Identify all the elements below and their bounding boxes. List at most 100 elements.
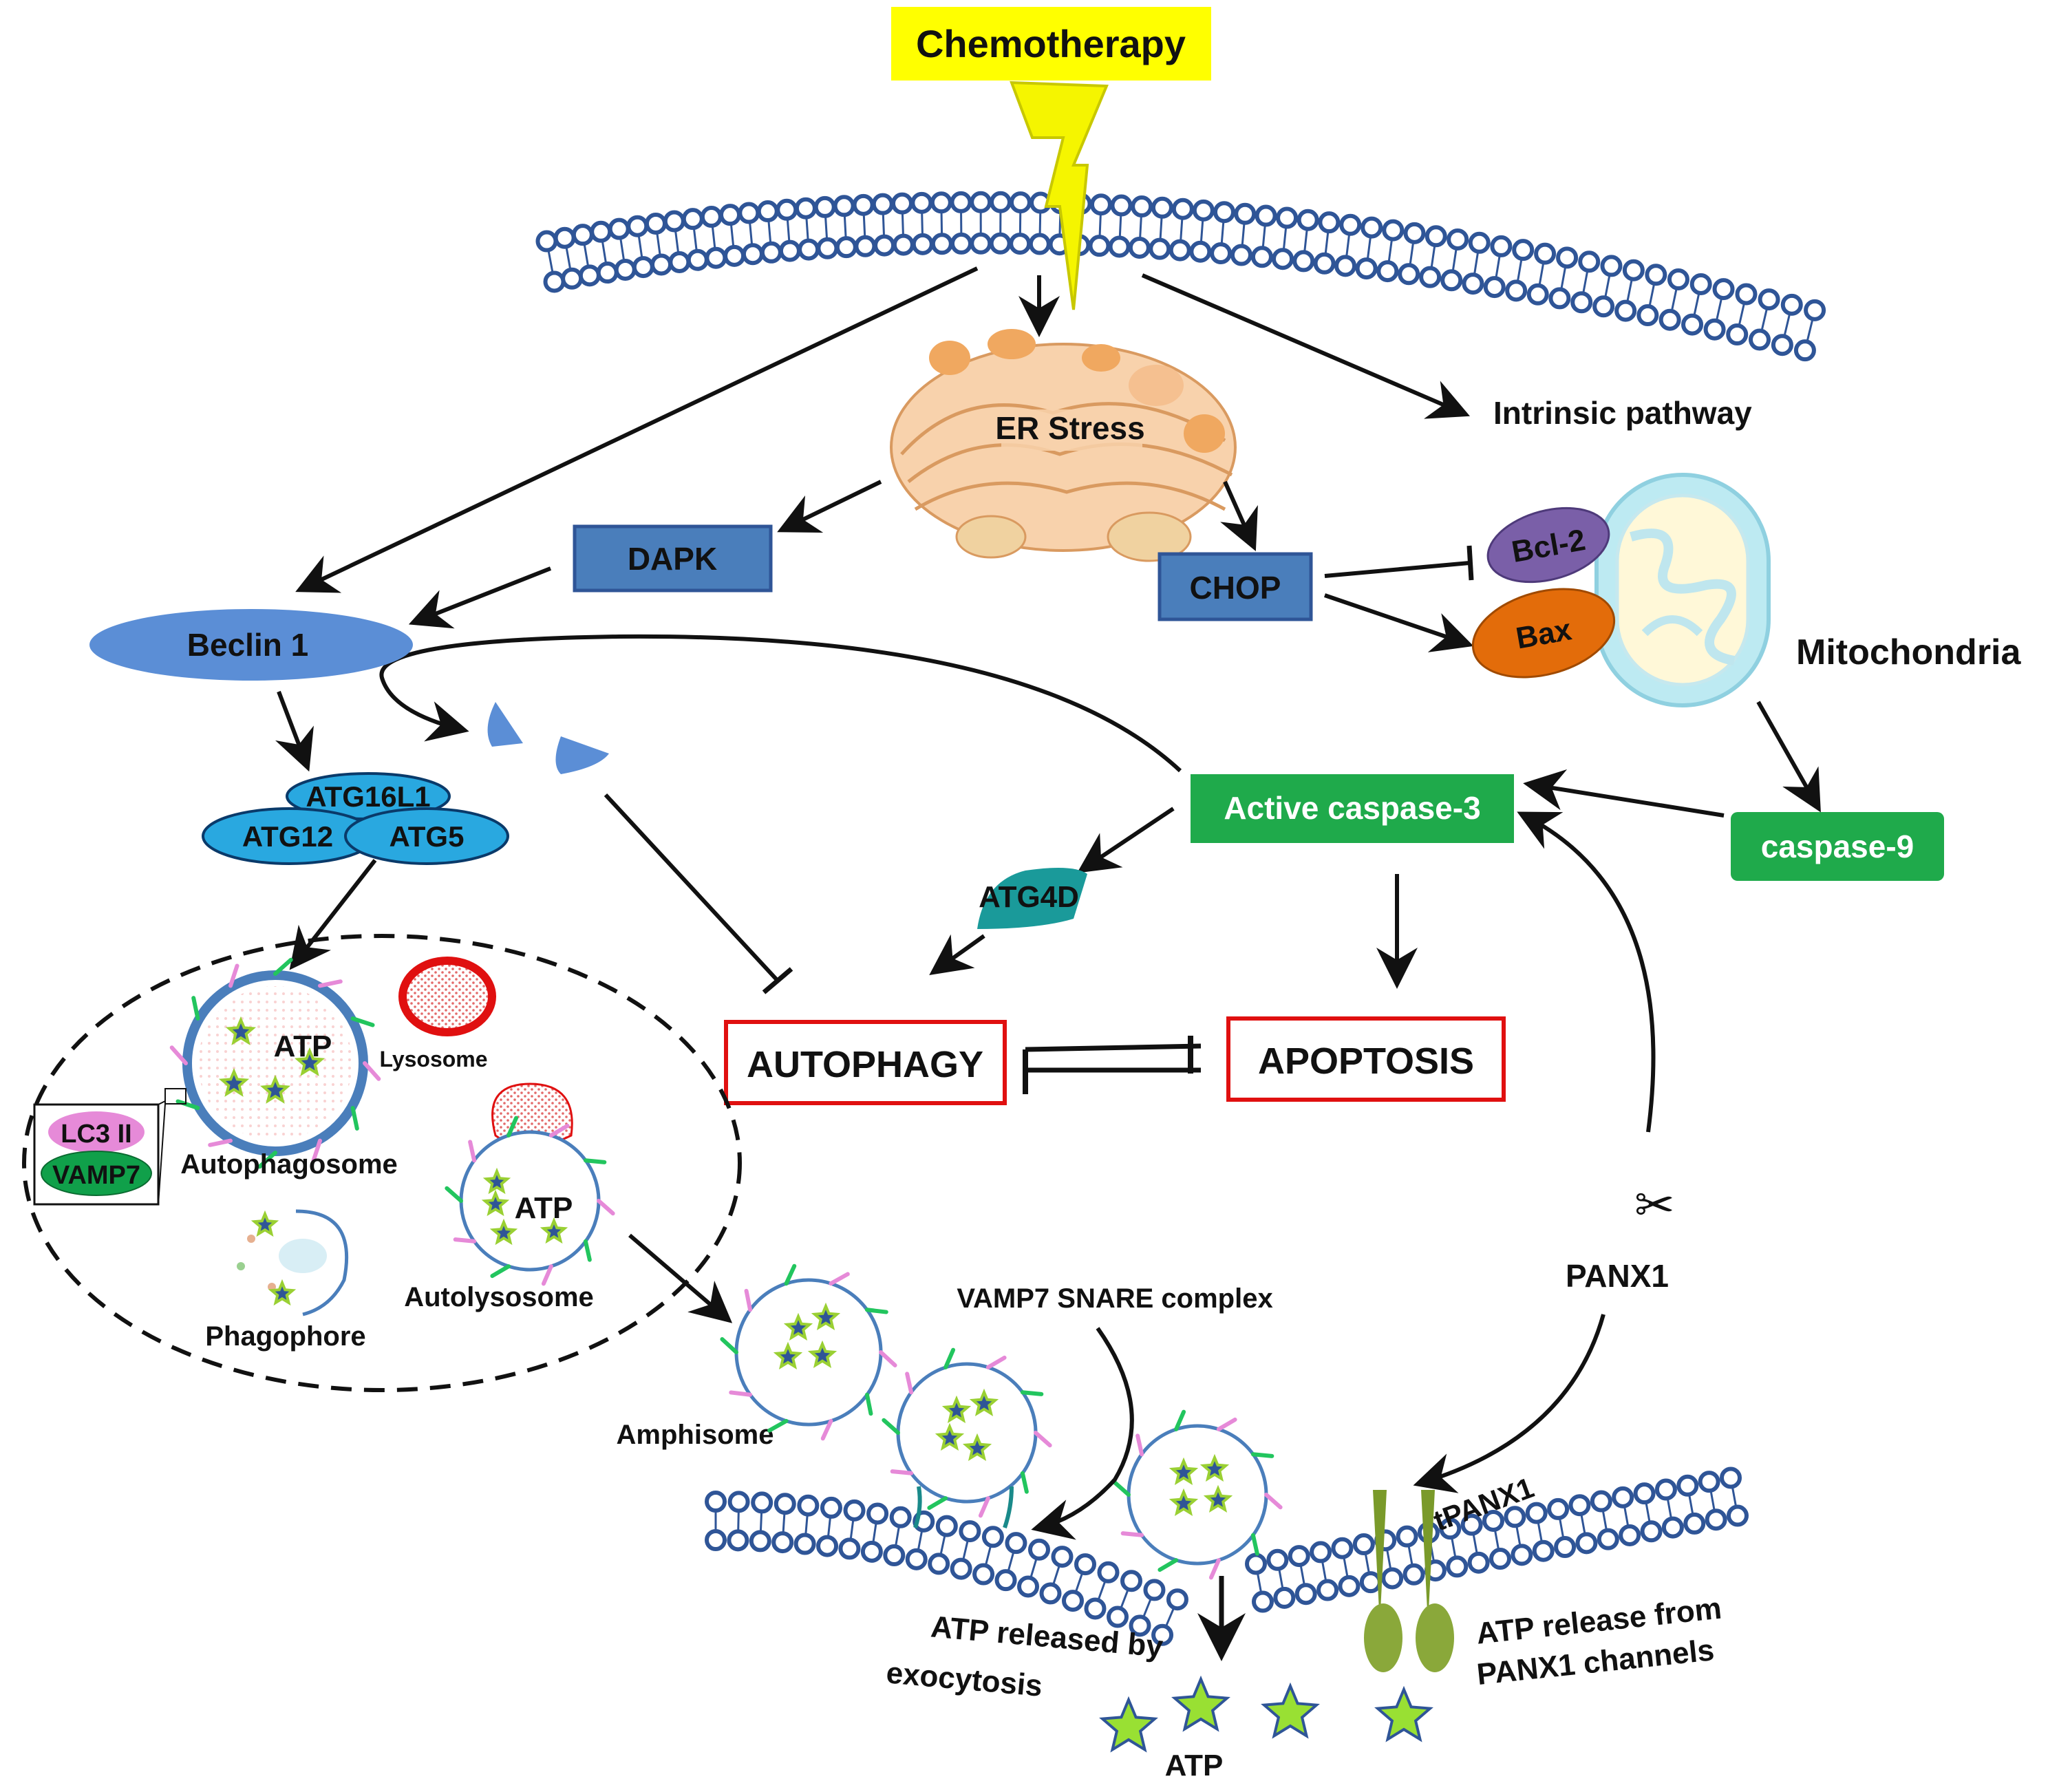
cell-membrane-bottom — [704, 1466, 1749, 1646]
arrow-er-to-dapk — [777, 480, 882, 533]
apoptosis-label: APOPTOSIS — [1258, 1041, 1474, 1082]
lc3ii-label: LC3 II — [61, 1120, 131, 1149]
lc3-marker — [597, 1199, 615, 1216]
lc3-marker — [985, 1355, 1007, 1369]
inhibit-bar-autophagy-top — [762, 967, 793, 994]
vamp7-marker — [506, 1116, 519, 1138]
arrow-er-to-chop — [1220, 480, 1258, 551]
lc3-marker — [829, 1272, 850, 1286]
lc3-marker — [744, 1288, 753, 1312]
phagophore-atp-stars — [250, 1210, 297, 1306]
vamp7-marker — [1250, 1533, 1259, 1556]
bax-node: Bax — [1471, 588, 1616, 679]
lc3-vamp7-inset: LC3 II VAMP7 — [33, 1103, 160, 1206]
atp-star-icon — [250, 1210, 279, 1237]
atg16l1-label: ATG16L1 — [306, 780, 430, 813]
atp-star-icon — [489, 1218, 518, 1246]
arrow-caspase3-cleaves-beclin — [379, 634, 1182, 773]
autophagy-box: AUTOPHAGY — [724, 1020, 1007, 1105]
lc3-marker — [879, 1350, 897, 1367]
dapk-box: DAPK — [573, 524, 773, 593]
lc3-marker — [890, 1469, 914, 1475]
vesicle-atp-stars — [773, 1302, 1233, 1517]
lc3-marker — [905, 1372, 914, 1395]
phagophore — [237, 1209, 349, 1316]
bcl2-node: Bcl-2 — [1486, 506, 1610, 584]
atp-star-icon — [783, 1312, 813, 1341]
scissors-icon: ✂ — [1634, 1178, 1675, 1232]
vamp7-marker — [257, 1151, 277, 1169]
lc3-marker — [1120, 1531, 1144, 1537]
amphisome — [734, 1278, 883, 1427]
lc3-marker — [548, 1123, 570, 1138]
lc3-marker — [318, 979, 343, 988]
lc3-marker — [311, 1138, 322, 1163]
arrow-chop-to-bax — [1324, 593, 1474, 652]
panx1-label: PANX1 — [1566, 1258, 1669, 1294]
atg5-label: ATG5 — [390, 820, 465, 853]
lc3-marker — [1208, 1558, 1221, 1580]
vamp7-marker — [864, 1308, 888, 1314]
released-atp-stars — [1099, 1675, 1433, 1753]
inhibit-chop-bcl2 — [1324, 561, 1470, 578]
arrow-atg4d-to-autophagy — [929, 934, 985, 975]
atp-star-icon — [218, 1067, 250, 1097]
lysosome — [398, 957, 496, 1036]
autolysosome-label: Autolysosome — [404, 1282, 594, 1312]
arrow-membrane-to-intrinsic — [1141, 273, 1471, 419]
autophagosome: ATP — [182, 970, 368, 1156]
beclin-fragment-1 — [487, 702, 523, 747]
active-caspase3-box: Active caspase-3 — [1191, 774, 1514, 843]
atp-star-icon — [807, 1340, 838, 1369]
caspase9-box: caspase-9 — [1731, 812, 1944, 881]
apoptosis-box: APOPTOSIS — [1226, 1016, 1506, 1102]
atp-star-icon — [225, 1016, 257, 1045]
arrow-mito-to-caspase9 — [1756, 701, 1821, 813]
autophagosome-markers — [169, 957, 381, 1169]
er-stress-organelle: ER Stress — [890, 329, 1237, 562]
released-atp-star-icon — [1099, 1696, 1158, 1753]
atp-star-icon — [941, 1395, 972, 1424]
inhibit-autophagy-apoptosis — [1025, 1043, 1202, 1052]
vamp7-marker — [583, 1158, 607, 1164]
atp-autolysosome-label: ATP — [515, 1191, 573, 1225]
autophagy-label: AUTOPHAGY — [747, 1044, 983, 1085]
vamp7-marker — [1250, 1452, 1274, 1458]
lc3-marker — [820, 1418, 833, 1441]
autolysosome-markers — [445, 1116, 615, 1286]
atp-exocytosis-label-2: exocytosis — [885, 1656, 1044, 1703]
inhibit-fragment-autophagy — [604, 793, 780, 983]
lc3-marker — [541, 1264, 553, 1286]
atp-star-icon — [482, 1167, 511, 1195]
inset-connector-2 — [158, 1103, 166, 1205]
vamp7-marker — [864, 1392, 873, 1416]
vamp7-marker — [927, 1496, 948, 1511]
lc3-marker — [1034, 1431, 1052, 1448]
lc3-marker — [468, 1140, 477, 1163]
atp-star-icon — [773, 1341, 803, 1370]
er-stress-label: ER Stress — [995, 410, 1144, 446]
vamp7-label: VAMP7 — [52, 1161, 140, 1190]
lysosome-label: Lysosome — [379, 1047, 487, 1071]
vamp7-marker — [175, 1099, 200, 1110]
lc3-marker — [169, 1045, 188, 1065]
lightning-bolt-icon — [1010, 81, 1109, 310]
arrow-caspase3-to-atg4d — [1077, 807, 1175, 873]
autophagy-process-region — [22, 934, 742, 1392]
vamp7-marker — [350, 1016, 375, 1027]
chop-label: CHOP — [1190, 570, 1281, 606]
intrinsic-pathway-label: Intrinsic pathway — [1493, 395, 1752, 431]
vamp7-marker — [350, 1106, 359, 1131]
atp-star-icon — [268, 1279, 297, 1306]
lc3-marker — [228, 963, 239, 988]
arrow-snare-to-membrane — [1031, 1327, 1134, 1540]
amphisome-label: Amphisome — [617, 1420, 774, 1450]
atp-star-icon — [294, 1047, 326, 1076]
atp-star-icon — [540, 1217, 568, 1244]
chop-box: CHOP — [1157, 552, 1313, 621]
vamp7-marker — [445, 1186, 463, 1203]
cell-membrane-top — [535, 191, 1826, 362]
arrow-beclin-to-atg — [275, 690, 314, 772]
vamp7-marker — [784, 1263, 797, 1286]
mitochondria-organelle — [1594, 473, 1771, 707]
